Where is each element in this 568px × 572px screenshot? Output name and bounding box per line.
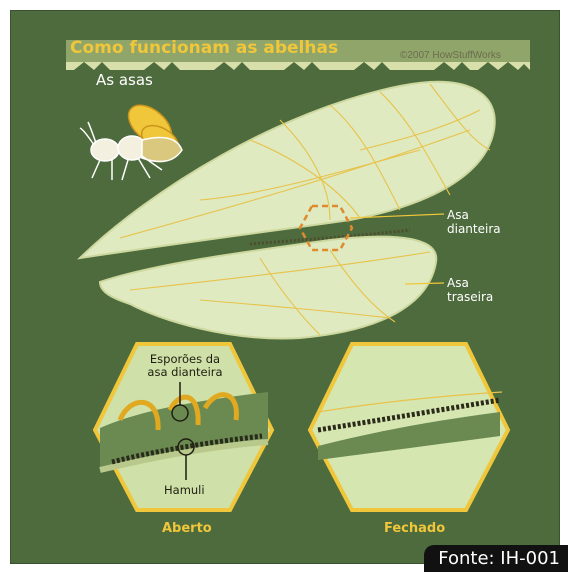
- open-caption: Aberto: [162, 521, 212, 536]
- bee-icon: [80, 97, 183, 180]
- hindwing-label: Asa traseira: [447, 276, 493, 304]
- page-title: Como funcionam as abelhas: [70, 38, 338, 58]
- hamuli-label: Hamuli: [164, 484, 205, 497]
- hindwing-label-line2: traseira: [447, 290, 493, 304]
- closed-caption: Fechado: [384, 521, 445, 536]
- forewing-label-line1: Asa: [447, 208, 501, 222]
- detail-closed: [310, 344, 508, 510]
- spurs-label-line2: asa dianteira: [137, 366, 233, 379]
- hindwing-label-line1: Asa: [447, 276, 493, 290]
- forewing-label: Asa dianteira: [447, 208, 501, 236]
- copyright-text: ©2007 HowStuffWorks: [400, 50, 501, 61]
- forewing-label-line2: dianteira: [447, 222, 501, 236]
- page-subtitle: As asas: [96, 71, 153, 89]
- source-badge: Fonte: IH-001: [424, 545, 568, 572]
- spurs-label: Esporões da asa dianteira: [137, 353, 233, 379]
